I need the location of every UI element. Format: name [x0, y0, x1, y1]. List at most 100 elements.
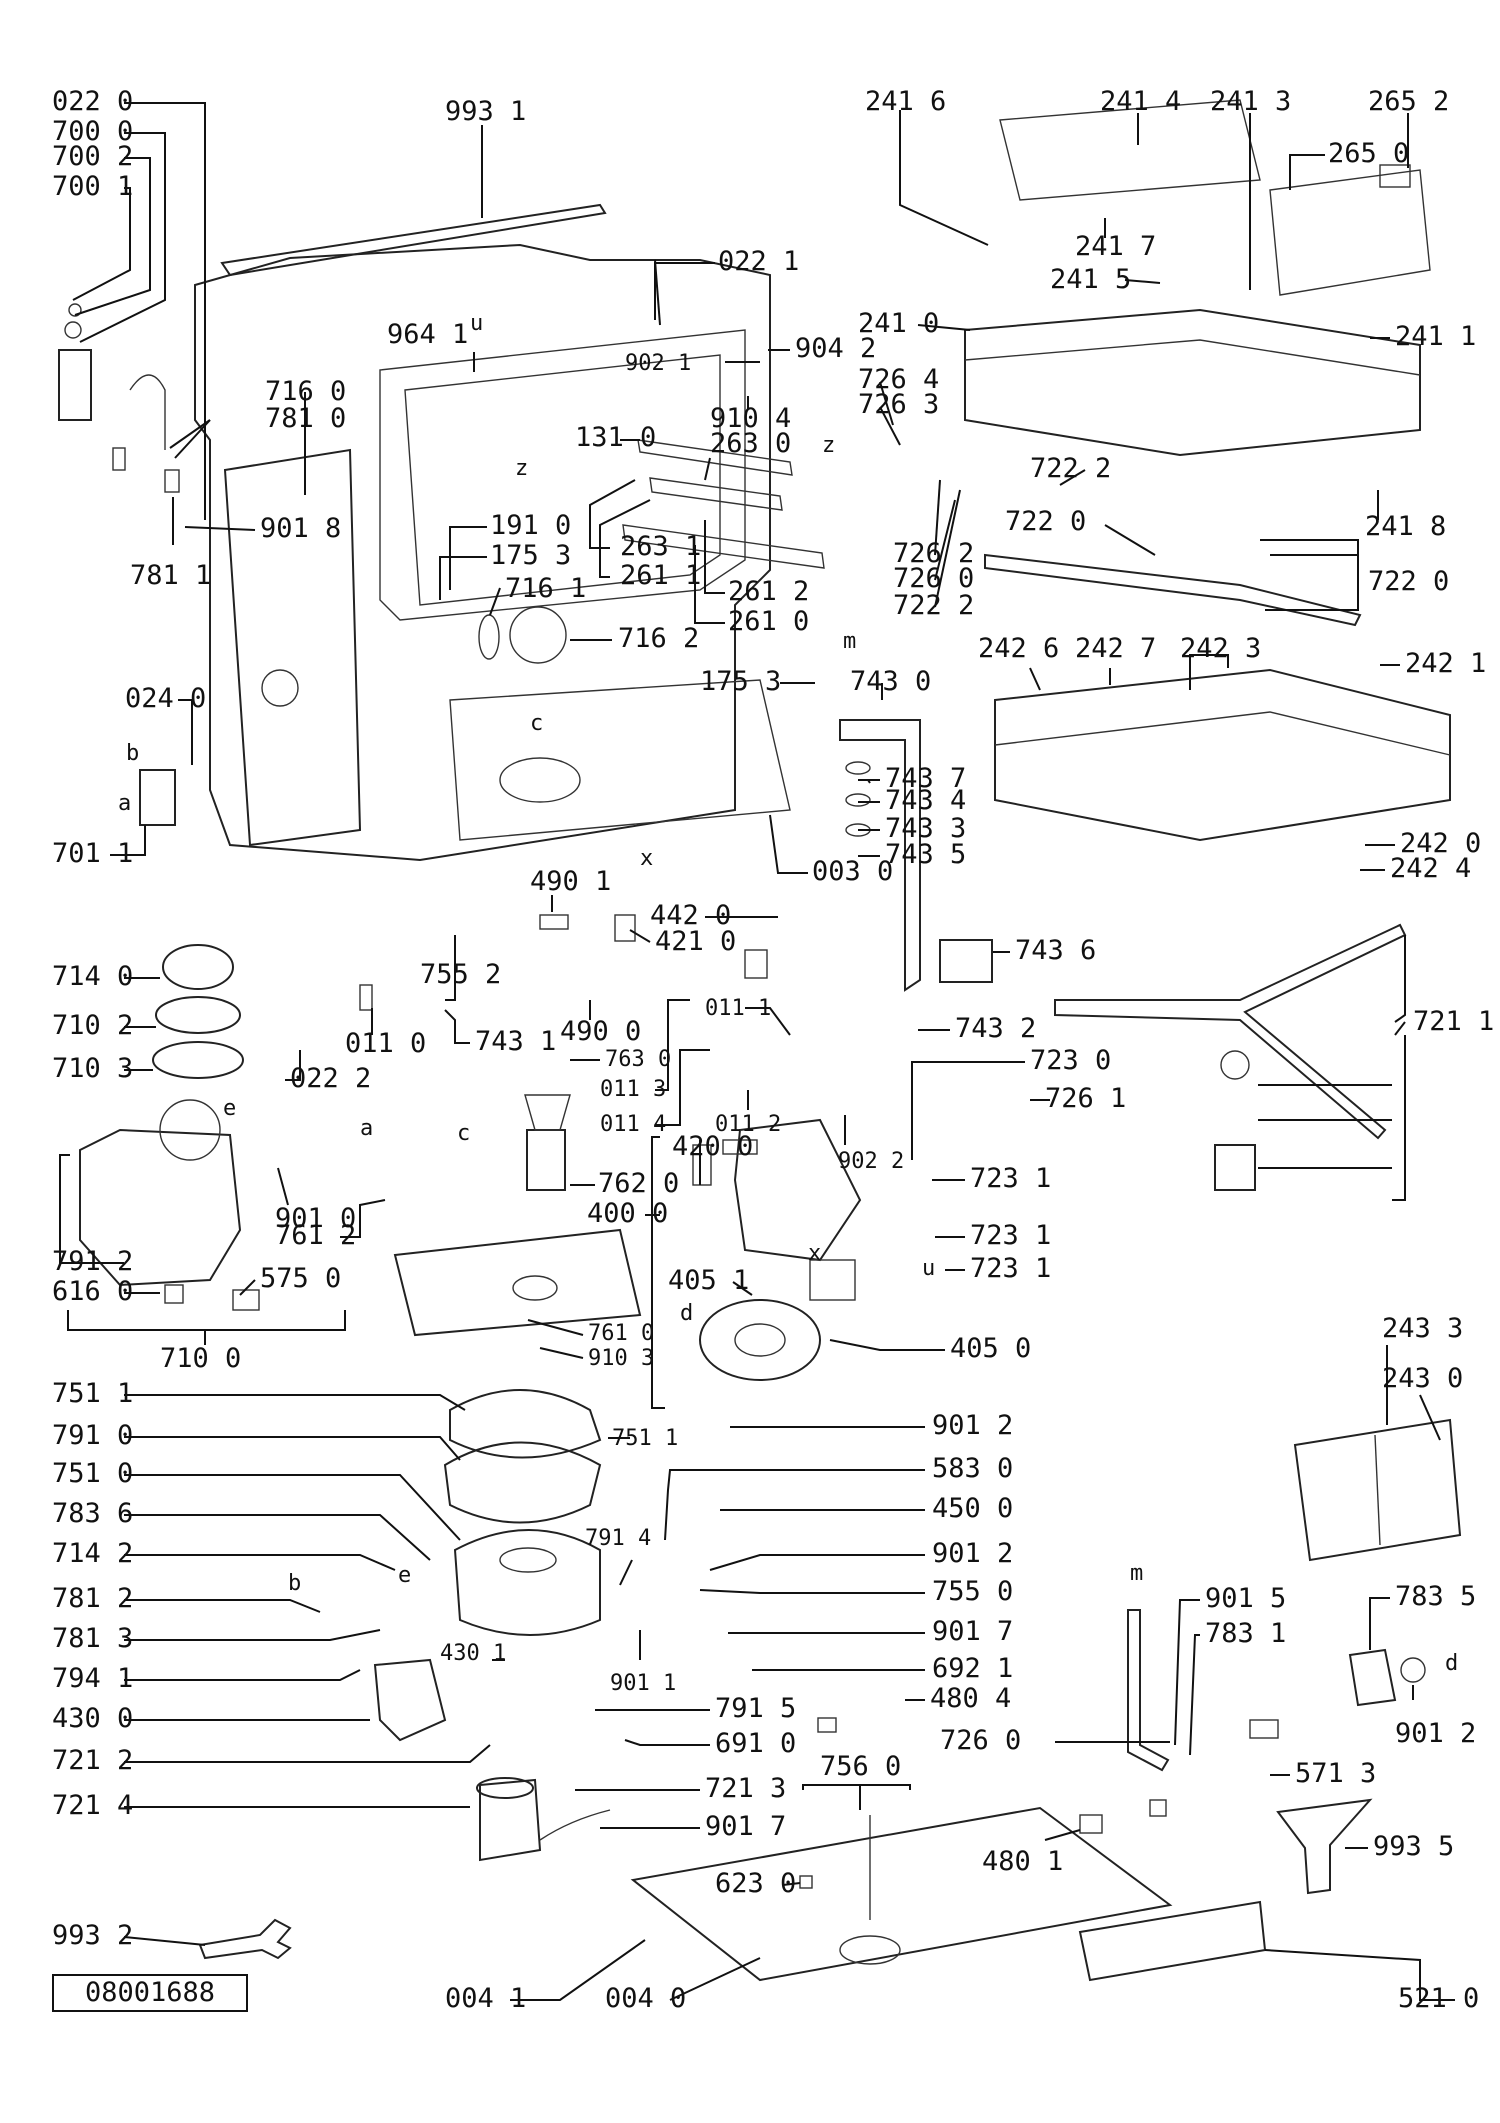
connection-letter: m — [1130, 1561, 1143, 1586]
callout: 902 2 — [838, 1149, 904, 1174]
callout: 721 2 — [52, 1745, 133, 1776]
callout: 003 0 — [812, 856, 893, 887]
callout: 400 0 — [587, 1198, 668, 1229]
callout: 241 8 — [1365, 511, 1446, 542]
callout: 722 0 — [1005, 506, 1086, 537]
callout: 583 0 — [932, 1453, 1013, 1484]
callout: 480 1 — [982, 1846, 1063, 1877]
callout: 700 1 — [52, 171, 133, 202]
callout: 430 0 — [52, 1703, 133, 1734]
sump — [449, 1389, 602, 1459]
callout: 743 6 — [1015, 935, 1096, 966]
callout: 243 0 — [1382, 1363, 1463, 1394]
callout: 993 1 — [445, 96, 526, 127]
connection-letter: u — [470, 311, 483, 336]
connection-letter: z — [822, 433, 835, 458]
callout: 910 3 — [588, 1346, 654, 1371]
callout: 692 1 — [932, 1653, 1013, 1684]
callout: 022 2 — [290, 1063, 371, 1094]
side-panel — [223, 448, 362, 847]
connection-letter: m — [843, 629, 856, 654]
callout: 175 3 — [700, 666, 781, 697]
callout: 901 1 — [610, 1671, 676, 1696]
connection-letter: b — [126, 741, 139, 766]
callout: 901 2 — [1395, 1718, 1476, 1749]
callout: 714 2 — [52, 1538, 133, 1569]
callout: 781 2 — [52, 1583, 133, 1614]
heating-element — [393, 1228, 642, 1337]
callout: 723 0 — [1030, 1045, 1111, 1076]
callout: 726 3 — [858, 389, 939, 420]
callout: 726 2 — [893, 538, 974, 569]
callout: 783 1 — [1205, 1618, 1286, 1649]
callout: 700 2 — [52, 141, 133, 172]
callout: 011 4 — [600, 1112, 666, 1137]
callout: 722 2 — [1030, 453, 1111, 484]
callout: 022 0 — [52, 86, 133, 117]
callout: 901 5 — [1205, 1583, 1286, 1614]
callout: 710 2 — [52, 1010, 133, 1041]
callout: 794 1 — [52, 1663, 133, 1694]
callout: 241 1 — [1395, 321, 1476, 352]
callout: 726 0 — [940, 1725, 1021, 1756]
callout: 723 1 — [970, 1163, 1051, 1194]
callout: 243 3 — [1382, 1313, 1463, 1344]
callout: 751 1 — [612, 1426, 678, 1451]
callout: 420 0 — [672, 1131, 753, 1162]
callout: 241 3 — [1210, 86, 1291, 117]
callout: 761 0 — [588, 1321, 654, 1346]
callout: 261 2 — [728, 576, 809, 607]
upper-rack — [964, 308, 1421, 457]
funnel — [1276, 1798, 1373, 1895]
connection-letters: a b a b c c d d e e x x z z m m u u — [118, 311, 1458, 1676]
callout: 490 1 — [530, 866, 611, 897]
callout: 910 4 — [710, 403, 791, 434]
callout: 723 1 — [970, 1220, 1051, 1251]
callout: 241 7 — [1075, 231, 1156, 262]
callout: 791 4 — [585, 1526, 651, 1551]
callout: 701 1 — [52, 838, 133, 869]
callout: 405 1 — [668, 1265, 749, 1296]
connection-letter: a — [360, 1116, 373, 1141]
water-softener — [79, 1128, 242, 1287]
callout: 242 7 — [1075, 633, 1156, 664]
callout: 743 1 — [475, 1026, 556, 1057]
connection-letter: c — [530, 711, 543, 736]
callout: 450 0 — [932, 1493, 1013, 1524]
callout: 405 0 — [950, 1333, 1031, 1364]
callout: 721 3 — [705, 1773, 786, 1804]
callout: 480 4 — [930, 1683, 1011, 1714]
callout: 791 0 — [52, 1420, 133, 1451]
callout: 783 5 — [1395, 1581, 1476, 1612]
callout: 575 0 — [260, 1263, 341, 1294]
callout: 265 0 — [1328, 138, 1409, 169]
lower-spray-arm — [1054, 923, 1407, 1140]
callout: 743 7 — [885, 763, 966, 794]
upper-spray-arm — [984, 553, 1362, 627]
wrench — [198, 1918, 292, 1960]
callout: 993 5 — [1373, 1831, 1454, 1862]
callout: 011 0 — [345, 1028, 426, 1059]
callout: 442 0 — [650, 900, 731, 931]
callout: 993 2 — [52, 1920, 133, 1951]
connection-letter: x — [640, 846, 653, 871]
callout: 011 3 — [600, 1077, 666, 1102]
callout: 781 3 — [52, 1623, 133, 1654]
callout: 904 2 — [795, 333, 876, 364]
callout: 781 1 — [130, 560, 211, 591]
connection-letter: c — [457, 1121, 470, 1146]
callout: 756 0 — [820, 1751, 901, 1782]
leader-lines — [59, 102, 1455, 2001]
callout: 490 0 — [560, 1016, 641, 1047]
connection-letter: d — [680, 1301, 693, 1326]
callout: 710 0 — [160, 1343, 241, 1374]
callout: 723 1 — [970, 1253, 1051, 1284]
callout: 571 3 — [1295, 1758, 1376, 1789]
callout: 743 4 — [885, 785, 966, 816]
callout: 726 4 — [858, 364, 939, 395]
connection-letter: b — [288, 1571, 301, 1596]
callout: 430 1 — [440, 1641, 506, 1666]
callout: 716 2 — [618, 623, 699, 654]
callout: 722 2 — [893, 590, 974, 621]
